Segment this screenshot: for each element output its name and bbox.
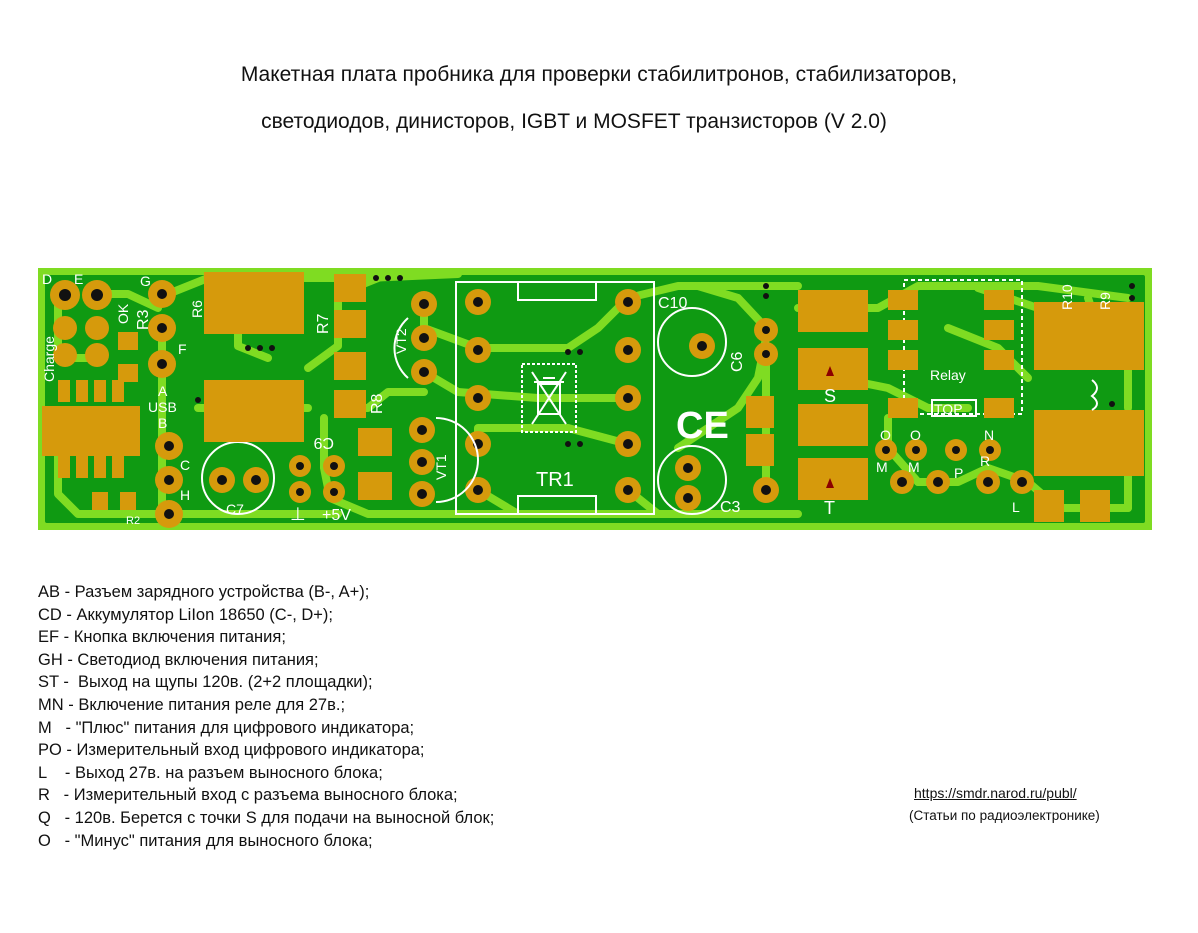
legend-item-ST: ST - Выход на щупы 120в. (2+2 площадки); — [38, 673, 373, 692]
label-R9: R9 — [1097, 292, 1113, 310]
label-R8: R8 — [369, 393, 386, 414]
pcb-board: D E G F A USB B C H R2 C7 +5V ⊥ TR1 C10 … — [38, 268, 1152, 530]
label-USB: USB — [148, 399, 177, 415]
label-M2: M — [908, 459, 920, 475]
legend-item-PO: PO - Измерительный вход цифрового индика… — [38, 741, 425, 760]
label-R6: R6 — [189, 300, 205, 318]
label-L: L — [1012, 499, 1020, 515]
label-C7: C7 — [226, 501, 244, 517]
site-link[interactable]: https://smdr.narod.ru/publ/ — [914, 785, 1077, 801]
label-TR1: TR1 — [536, 469, 574, 491]
label-ground: ⊥ — [290, 504, 306, 524]
label-O2: O — [910, 427, 921, 443]
label-CE: CE — [676, 405, 729, 447]
label-T: T — [824, 498, 835, 518]
label-R: R — [980, 453, 990, 469]
label-B: B — [158, 415, 167, 431]
label-R2: R2 — [126, 515, 140, 527]
label-C6: C6 — [729, 351, 746, 372]
label-C9: C9 — [313, 434, 334, 451]
legend-item-L: L - Выход 27в. на разъем выносного блока… — [38, 763, 383, 782]
label-Charge: Charge — [41, 336, 57, 382]
legend-list: AB - Разъем зарядного устройства (B-, A+… — [38, 581, 494, 852]
legend-item-Q: Q - 120в. Берется с точки S для подачи н… — [38, 808, 495, 827]
label-R7: R7 — [315, 313, 332, 334]
polarity-arrows — [826, 366, 834, 488]
label-E: E — [74, 271, 83, 287]
label-G: G — [140, 273, 151, 289]
label-F: F — [178, 341, 187, 357]
label-R10: R10 — [1059, 284, 1075, 310]
legend-item-O: O - "Минус" питания для выносного блока; — [38, 831, 373, 850]
legend-item-CD: CD - Аккумулятор LiIon 18650 (C-, D+); — [38, 605, 334, 624]
label-N: N — [984, 427, 994, 443]
legend-item-GH: GH - Светодиод включения питания; — [38, 650, 319, 669]
label-C10: C10 — [658, 295, 687, 312]
label-R3: R3 — [135, 309, 152, 330]
label-M1: M — [876, 459, 888, 475]
label-plus5v: +5V — [322, 507, 351, 524]
legend-item-AB: AB - Разъем зарядного устройства (B-, A+… — [38, 583, 370, 601]
label-H: H — [180, 487, 190, 503]
label-D: D — [42, 271, 52, 287]
page-title-line-2: светодиодов, динисторов, IGBT и MOSFET т… — [261, 110, 887, 133]
site-link-note: (Статьи по радиоэлектронике) — [909, 808, 1100, 823]
legend-item-EF: EF - Кнопка включения питания; — [38, 628, 286, 647]
legend-item-MN: MN - Включение питания реле для 27в.; — [38, 695, 346, 714]
label-VT1: VT1 — [433, 454, 449, 480]
label-C3: C3 — [720, 499, 741, 516]
legend-item-R: R - Измерительный вход с разъема выносно… — [38, 786, 458, 805]
label-O1: O — [880, 427, 891, 443]
label-TOP: TOP — [934, 401, 963, 417]
label-A: A — [158, 383, 168, 399]
legend-item-M: M - "Плюс" питания для цифрового индикат… — [38, 718, 415, 737]
label-Relay: Relay — [930, 367, 966, 383]
label-OK: OK — [115, 303, 131, 324]
recycle-bin-icon — [531, 371, 567, 425]
label-C: C — [180, 457, 190, 473]
label-S: S — [824, 386, 836, 406]
page-title-line-1: Макетная плата пробника для проверки ста… — [240, 63, 958, 86]
label-P: P — [954, 465, 963, 481]
